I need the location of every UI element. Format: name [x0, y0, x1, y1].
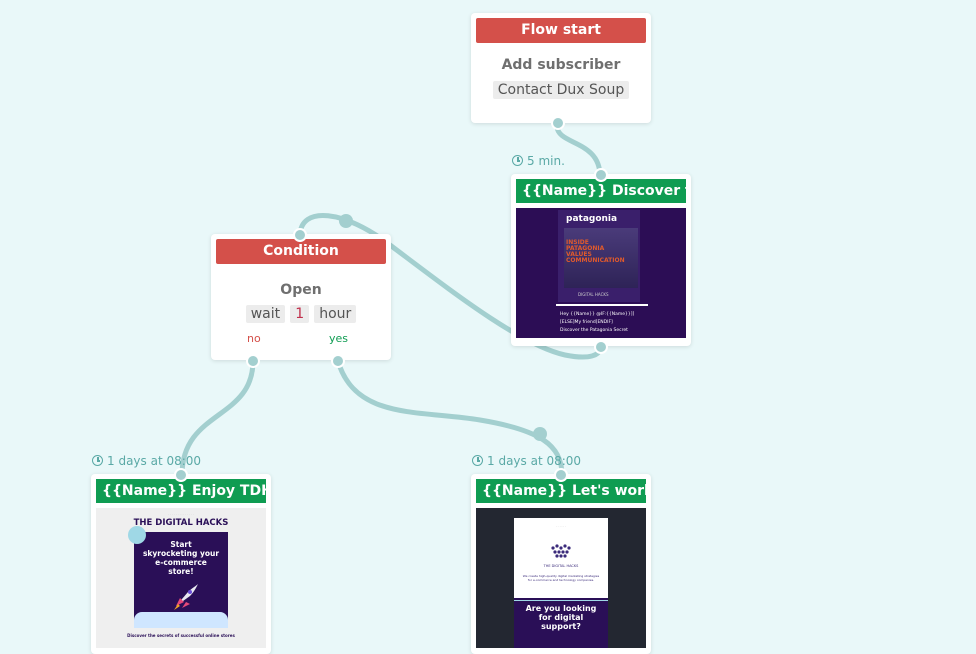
condition-header: Condition — [216, 239, 386, 264]
email-node-work[interactable]: {{Name}} Let's work ... · · · · · · THE … — [471, 468, 651, 654]
input-port[interactable] — [554, 468, 568, 482]
connector-start-to-patagonia — [554, 123, 603, 179]
wait-value[interactable]: 1 — [290, 305, 310, 323]
branch-no-label: no — [247, 332, 261, 345]
no-output-port[interactable] — [246, 354, 260, 368]
input-port[interactable] — [594, 168, 608, 182]
condition-title: Open — [280, 282, 322, 298]
condition-node[interactable]: Condition Open wait 1 hour no yes — [211, 228, 391, 368]
yes-output-port[interactable] — [331, 354, 345, 368]
input-port[interactable] — [174, 468, 188, 482]
clock-icon — [472, 455, 483, 466]
wait-unit[interactable]: hour — [314, 305, 357, 323]
branch-yes-label: yes — [329, 332, 349, 345]
delay-timing: 1 days at 08:00 — [472, 454, 581, 468]
patagonia-logo: patagonia — [566, 214, 618, 224]
connector-joint — [339, 214, 353, 228]
email-title: {{Name}} Let's work ... — [476, 479, 646, 503]
wait-row: wait 1 hour — [211, 303, 391, 323]
flow-start-header: Flow start — [476, 18, 646, 43]
email-preview[interactable]: patagonia INSIDE PATAGONIA VALUES COMMUN… — [516, 208, 686, 338]
input-port[interactable] — [293, 228, 307, 242]
clock-icon — [512, 155, 523, 166]
email-preview[interactable]: · · · · · · THE DIGITAL HACKS We create … — [476, 508, 646, 648]
email-node-patagonia[interactable]: {{Name}} Discover th... patagonia INSIDE… — [511, 168, 691, 354]
rocket-icon — [174, 584, 198, 610]
logo-icon — [551, 544, 571, 558]
brand-name: THE DIGITAL HACKS — [133, 518, 229, 528]
delay-timing: 5 min. — [512, 154, 565, 168]
email-preview[interactable]: · · · · · · · · · · · · · · THE DIGITAL … — [96, 508, 266, 648]
brand-name: THE DIGITAL HACKS — [543, 564, 579, 568]
wait-label: wait — [245, 305, 286, 323]
email-title: {{Name}} Enjoy TDH ... — [96, 479, 266, 503]
email-title: {{Name}} Discover th... — [516, 179, 686, 203]
output-port[interactable] — [551, 116, 565, 130]
email-node-enjoy[interactable]: {{Name}} Enjoy TDH ... · · · · · · · · ·… — [91, 468, 271, 654]
delay-timing: 1 days at 08:00 — [92, 454, 201, 468]
subscriber-tag: Contact Dux Soup — [492, 81, 630, 99]
connector-joint — [533, 427, 547, 441]
clock-icon — [92, 455, 103, 466]
output-port[interactable] — [594, 340, 608, 354]
flow-start-node[interactable]: Flow start Add subscriber Contact Dux So… — [471, 13, 651, 130]
flow-start-title: Add subscriber — [501, 57, 621, 73]
